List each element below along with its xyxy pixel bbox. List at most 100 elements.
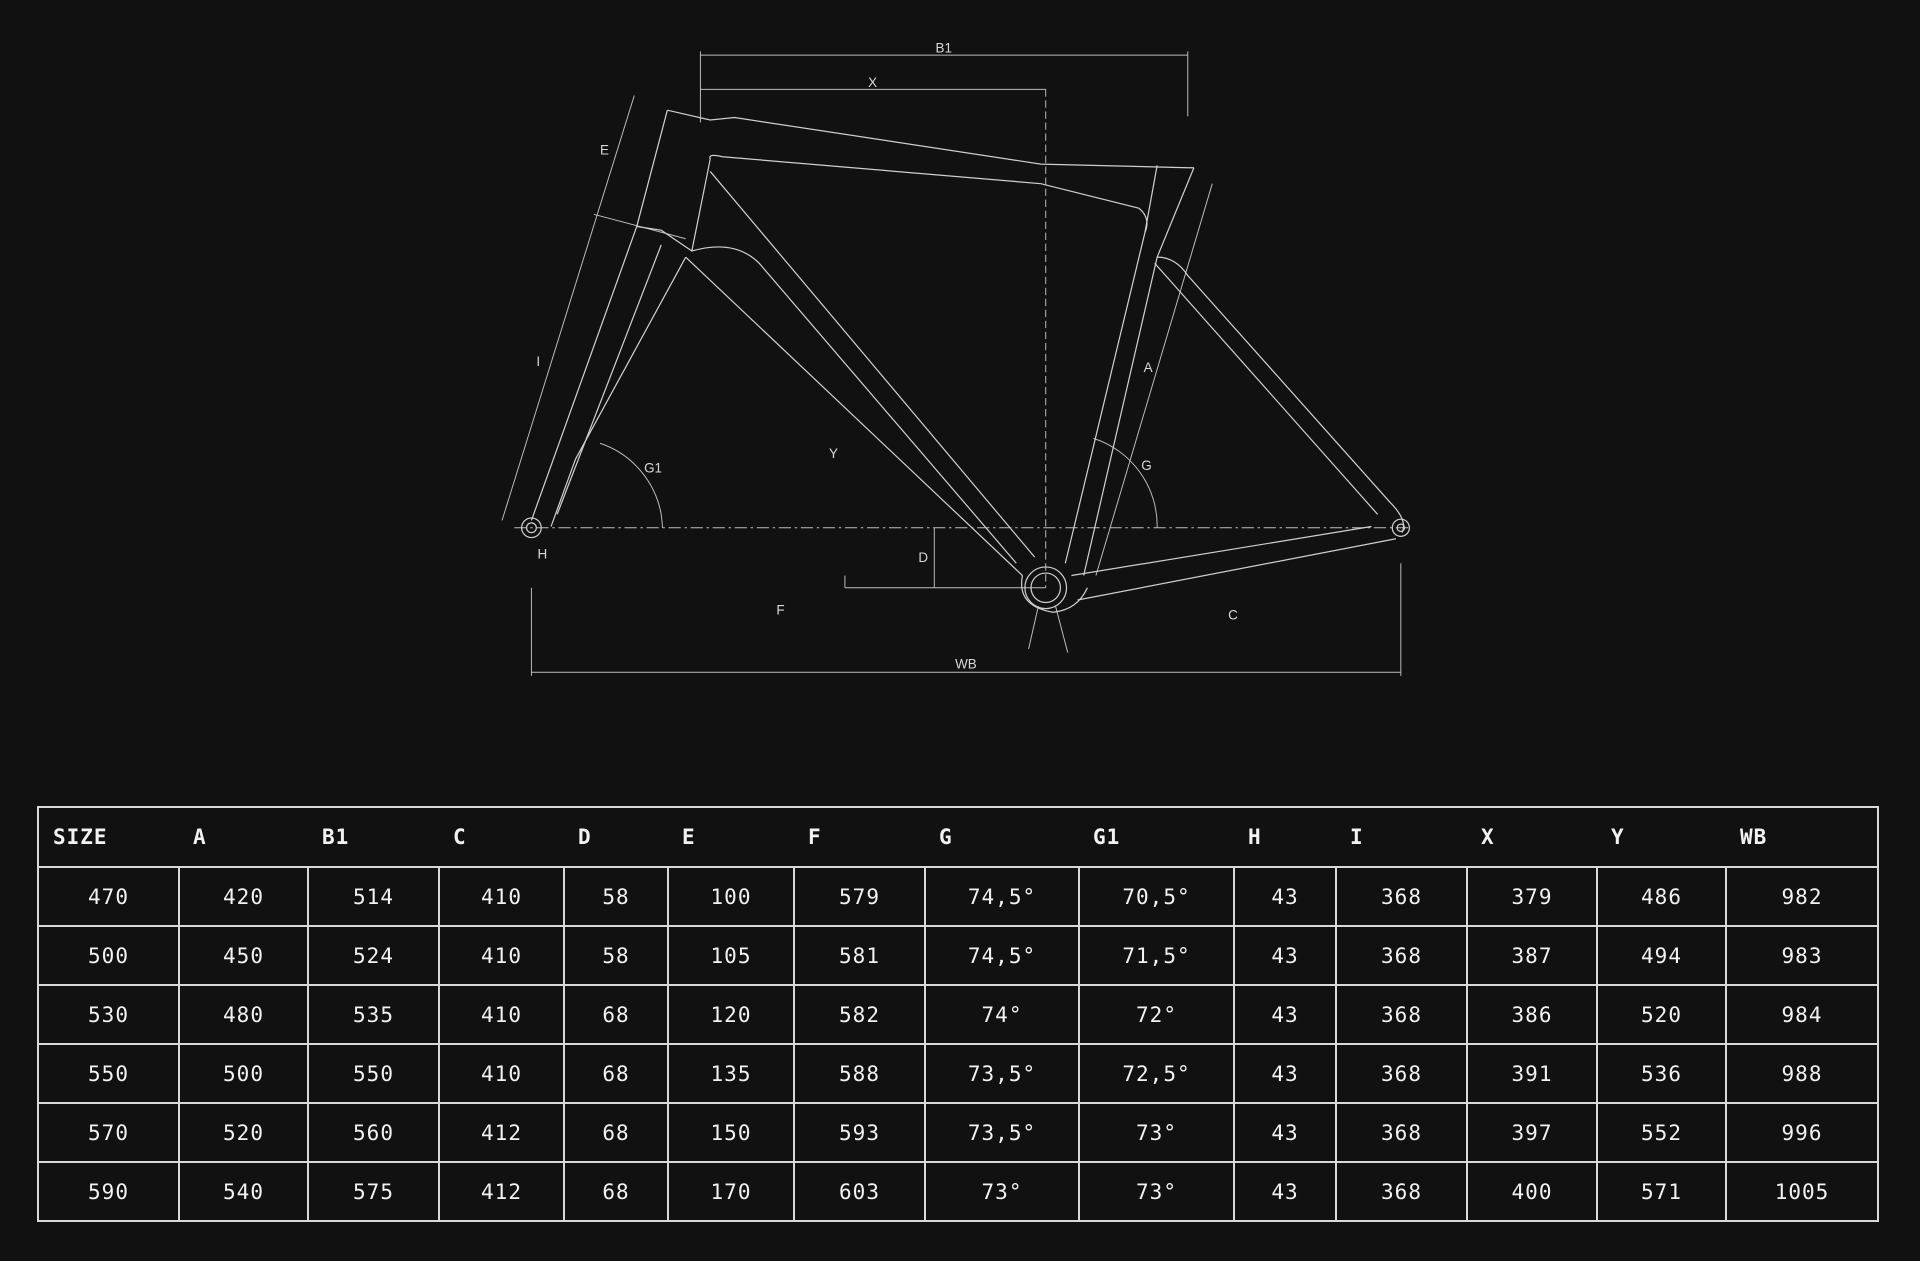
cell-b1: 560 [307, 1102, 440, 1163]
cell-y: 536 [1596, 1043, 1727, 1104]
cell-x: 391 [1466, 1043, 1598, 1104]
cell-d: 58 [563, 866, 669, 927]
cell-g1: 73° [1078, 1102, 1235, 1163]
cell-size: 570 [37, 1102, 180, 1163]
cell-i: 368 [1335, 984, 1468, 1045]
cell-c: 410 [438, 866, 565, 927]
cell-g: 73,5° [924, 1043, 1080, 1104]
cell-x: 397 [1466, 1102, 1598, 1163]
column-header-x: X [1467, 806, 1597, 868]
cell-g: 74° [924, 984, 1080, 1045]
label-a: A [1144, 360, 1153, 375]
label-e: E [600, 142, 609, 157]
label-f: F [776, 603, 784, 618]
cell-d: 68 [563, 1043, 669, 1104]
cell-g1: 71,5° [1078, 925, 1235, 986]
cell-f: 588 [793, 1043, 926, 1104]
cell-a: 540 [178, 1161, 309, 1222]
cell-d: 68 [563, 984, 669, 1045]
cell-c: 412 [438, 1161, 565, 1222]
cell-d: 68 [563, 1102, 669, 1163]
column-header-c: C [439, 806, 564, 868]
cell-h: 43 [1233, 1102, 1337, 1163]
cell-size: 500 [37, 925, 180, 986]
cell-c: 410 [438, 984, 565, 1045]
cell-x: 387 [1466, 925, 1598, 986]
label-g: G [1141, 458, 1151, 473]
cell-e: 100 [667, 866, 795, 927]
cell-d: 68 [563, 1161, 669, 1222]
cell-i: 368 [1335, 1102, 1468, 1163]
cell-a: 480 [178, 984, 309, 1045]
cell-i: 368 [1335, 1043, 1468, 1104]
cell-b1: 535 [307, 984, 440, 1045]
label-wb: WB [955, 657, 977, 672]
column-header-g: G [925, 806, 1079, 868]
cell-size: 590 [37, 1161, 180, 1222]
cell-c: 410 [438, 925, 565, 986]
cell-h: 43 [1233, 1043, 1337, 1104]
cell-y: 552 [1596, 1102, 1727, 1163]
cell-wb: 996 [1725, 1102, 1879, 1163]
cell-e: 135 [667, 1043, 795, 1104]
column-header-i: I [1336, 806, 1467, 868]
column-header-f: F [794, 806, 925, 868]
column-header-size: SIZE [37, 806, 179, 868]
column-header-y: Y [1597, 806, 1726, 868]
column-header-e: E [668, 806, 794, 868]
label-y: Y [829, 446, 838, 461]
cell-y: 520 [1596, 984, 1727, 1045]
cell-i: 368 [1335, 925, 1468, 986]
cell-g1: 72,5° [1078, 1043, 1235, 1104]
cell-g: 74,5° [924, 925, 1080, 986]
cell-f: 593 [793, 1102, 926, 1163]
cell-b1: 514 [307, 866, 440, 927]
cell-y: 571 [1596, 1161, 1727, 1222]
cell-i: 368 [1335, 1161, 1468, 1222]
cell-a: 420 [178, 866, 309, 927]
cell-wb: 984 [1725, 984, 1879, 1045]
cell-e: 170 [667, 1161, 795, 1222]
cell-f: 579 [793, 866, 926, 927]
label-h: H [538, 546, 548, 561]
cell-e: 120 [667, 984, 795, 1045]
cell-h: 43 [1233, 866, 1337, 927]
label-b1: B1 [936, 41, 952, 56]
cell-a: 520 [178, 1102, 309, 1163]
cell-f: 603 [793, 1161, 926, 1222]
cell-size: 470 [37, 866, 180, 927]
cell-g: 74,5° [924, 866, 1080, 927]
cell-a: 450 [178, 925, 309, 986]
cell-wb: 1005 [1725, 1161, 1879, 1222]
cell-g: 73° [924, 1161, 1080, 1222]
cell-size: 550 [37, 1043, 180, 1104]
cell-e: 150 [667, 1102, 795, 1163]
cell-x: 379 [1466, 866, 1598, 927]
cell-g1: 70,5° [1078, 866, 1235, 927]
column-header-g1: G1 [1079, 806, 1234, 868]
cell-c: 412 [438, 1102, 565, 1163]
column-header-b1: B1 [308, 806, 439, 868]
column-header-a: A [179, 806, 308, 868]
cell-f: 581 [793, 925, 926, 986]
label-i: I [536, 354, 540, 369]
cell-h: 43 [1233, 984, 1337, 1045]
cell-g: 73,5° [924, 1102, 1080, 1163]
cell-y: 486 [1596, 866, 1727, 927]
frame-geometry-diagram: B1 X E I G1 H Y D F C A G WB [501, 41, 1411, 676]
cell-h: 43 [1233, 925, 1337, 986]
cell-wb: 982 [1725, 866, 1879, 927]
cell-wb: 988 [1725, 1043, 1879, 1104]
column-header-d: D [564, 806, 668, 868]
cell-b1: 524 [307, 925, 440, 986]
cell-i: 368 [1335, 866, 1468, 927]
label-x: X [868, 75, 877, 90]
cell-size: 530 [37, 984, 180, 1045]
